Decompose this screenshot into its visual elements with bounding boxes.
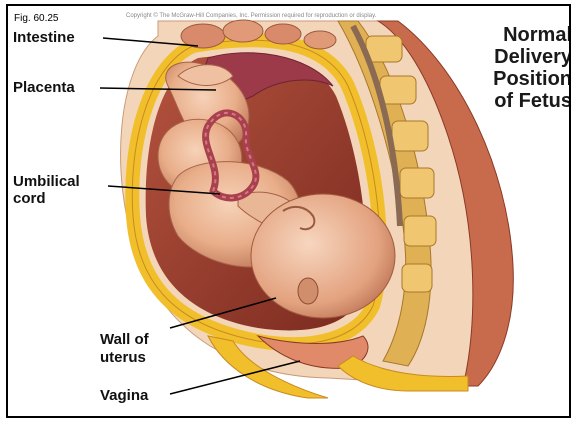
label-vagina: Vagina [100,388,148,404]
label-wall-of: Wall of [100,332,149,348]
label-umbilical: Umbilical [13,174,80,190]
title-line-2: Delivery [464,46,571,68]
label-uterus: uterus [100,350,146,366]
title-line-3: Position [464,68,571,90]
title-line-4: of Fetus [464,90,571,112]
figure-frame: Fig. 60.25 Copyright © The McGraw-Hill C… [6,4,571,418]
figure-title: Normal Delivery Position of Fetus [464,24,571,112]
label-intestine: Intestine [13,30,75,46]
label-placenta: Placenta [13,80,75,96]
label-cord: cord [13,191,46,207]
title-line-1: Normal [464,24,571,46]
copyright-notice: Copyright © The McGraw-Hill Companies, I… [126,13,376,19]
figure-number: Fig. 60.25 [14,13,58,24]
